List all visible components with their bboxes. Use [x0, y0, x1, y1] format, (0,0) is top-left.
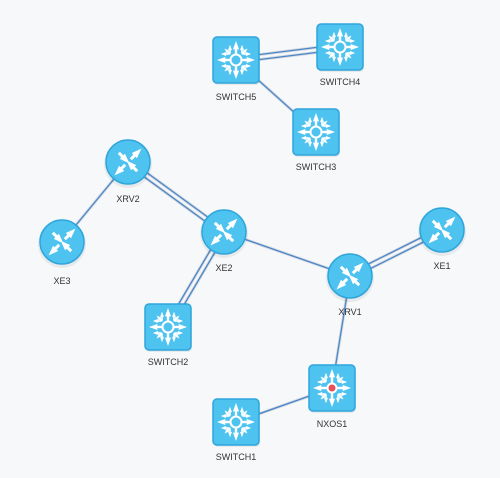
switch-arrows-icon: [217, 403, 255, 441]
alert-status-icon: [313, 369, 351, 407]
node-xrv2[interactable]: XRV2: [104, 139, 152, 204]
node-xe1[interactable]: XE1: [418, 207, 466, 271]
router-arrows-icon: [336, 262, 364, 290]
node-xrv1[interactable]: XRV1: [326, 253, 374, 317]
node-label-xe3: XE3: [53, 276, 70, 286]
node-switch1[interactable]: SWITCH1: [212, 398, 260, 462]
switch-arrows-icon: [321, 28, 359, 66]
node-switch4[interactable]: SWITCH4: [316, 23, 364, 87]
node-label-switch5: SWITCH5: [216, 92, 257, 102]
router-arrows-icon: [210, 218, 238, 246]
node-label-xrv2: XRV2: [116, 194, 139, 204]
node-label-switch2: SWITCH2: [148, 357, 189, 367]
node-xe3[interactable]: XE3: [38, 219, 86, 286]
router-arrows-icon: [48, 228, 76, 256]
router-arrows-icon: [114, 148, 142, 176]
node-switch3[interactable]: SWITCH3: [292, 108, 340, 172]
node-label-switch3: SWITCH3: [296, 162, 337, 172]
node-label-nxos1: NXOS1: [317, 419, 348, 429]
node-label-xrv1: XRV1: [338, 307, 361, 317]
node-label-xe2: XE2: [215, 263, 232, 273]
node-switch2[interactable]: SWITCH2: [144, 303, 192, 367]
node-switch5[interactable]: SWITCH5: [212, 36, 260, 102]
switch-arrows-icon: [297, 113, 335, 151]
switch-arrows-icon: [217, 41, 255, 79]
switch-arrows-icon: [149, 308, 187, 346]
node-nxos1[interactable]: NXOS1: [308, 364, 356, 429]
node-xe2[interactable]: XE2: [200, 209, 248, 273]
node-label-switch1: SWITCH1: [216, 452, 257, 462]
node-label-switch4: SWITCH4: [320, 77, 361, 87]
router-arrows-icon: [428, 216, 456, 244]
node-label-xe1: XE1: [433, 261, 450, 271]
